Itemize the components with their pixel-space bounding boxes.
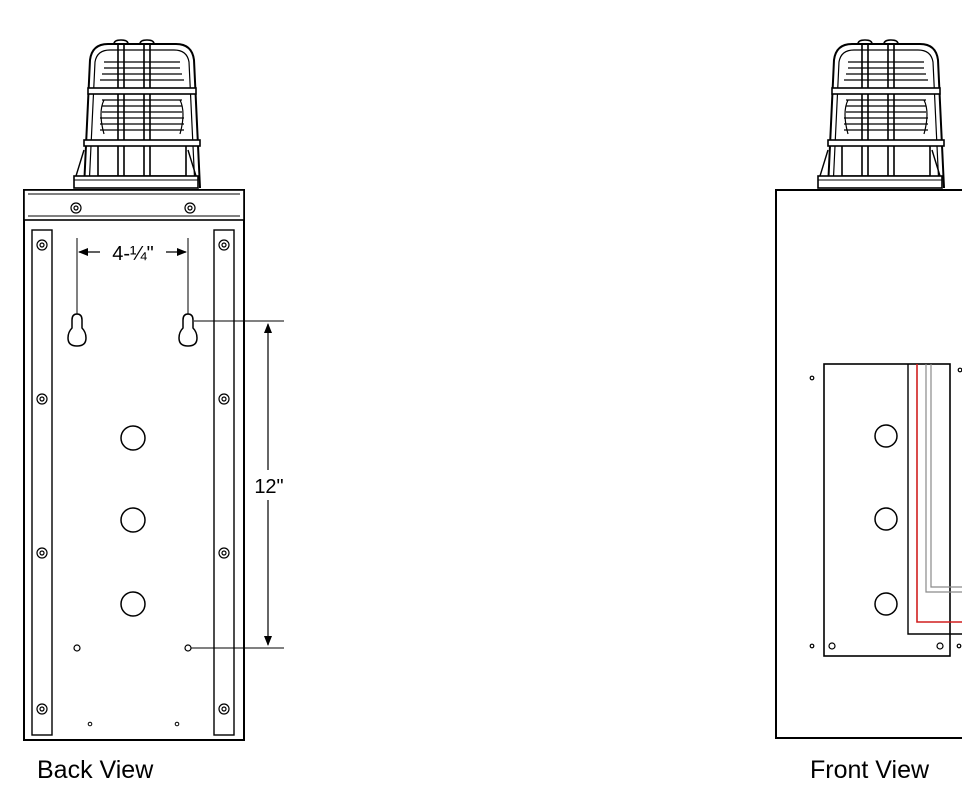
beacon-light-icon [817, 39, 945, 189]
knockout-hole [120, 591, 146, 617]
front-inner-panel [823, 363, 951, 657]
back-enclosure [23, 189, 245, 741]
knockout-hole [120, 507, 146, 533]
front-enclosure [775, 189, 962, 739]
beacon-light-icon [73, 39, 201, 189]
knockout-hole [120, 425, 146, 451]
back-view: 4-¼" 12" Back View [23, 39, 290, 784]
front-view-caption: Front View [810, 756, 930, 784]
knockout-hole [874, 592, 898, 616]
knockout-hole [874, 424, 898, 448]
dimension-vertical: 12" [191, 320, 290, 649]
front-view: Front View [775, 39, 962, 784]
wire-red [916, 364, 962, 623]
flange-screws [36, 202, 230, 715]
mounting-hole [73, 644, 81, 652]
dimension-keyhole-spacing: 4-¼" [76, 238, 189, 314]
back-top-channel [23, 189, 245, 221]
keyhole-spacing-label: 4-¼" [112, 243, 154, 265]
wire-gray [925, 364, 962, 593]
back-view-caption: Back View [37, 756, 154, 784]
vertical-dimension-label: 12" [254, 476, 283, 498]
knockout-hole [874, 507, 898, 531]
